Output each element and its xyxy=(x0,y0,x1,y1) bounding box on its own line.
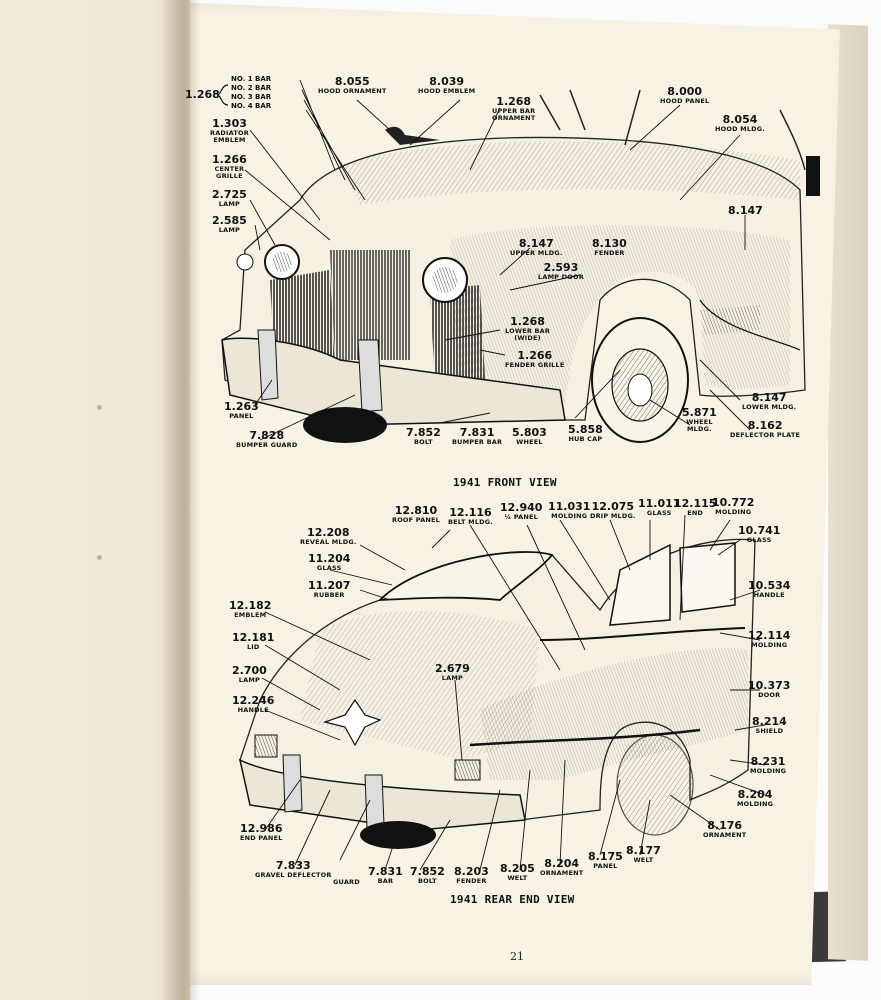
part-label: GUARD xyxy=(333,878,360,886)
part-label: 8.147 xyxy=(728,204,763,217)
page-number: 21 xyxy=(510,950,524,963)
front-view-title: 1941 FRONT VIEW xyxy=(453,476,557,489)
section-tab xyxy=(806,156,820,196)
front-car-drawing xyxy=(221,89,806,443)
bar-label: NO. 2 BAR xyxy=(231,84,272,92)
rear-car-drawing xyxy=(238,538,756,849)
left-page xyxy=(0,0,190,1000)
rear-view-title: 1941 REAR END VIEW xyxy=(450,893,575,906)
leader-lines xyxy=(244,79,766,871)
bar-group-number: 1.268 xyxy=(185,88,220,101)
book-gutter xyxy=(160,0,200,1000)
binder-hole xyxy=(97,555,102,560)
bar-label: NO. 1 BAR xyxy=(231,75,272,83)
binder-hole xyxy=(97,405,102,410)
bar-label: NO. 3 BAR xyxy=(231,93,272,101)
brace xyxy=(217,84,229,106)
bar-label: NO. 4 BAR xyxy=(231,102,272,110)
